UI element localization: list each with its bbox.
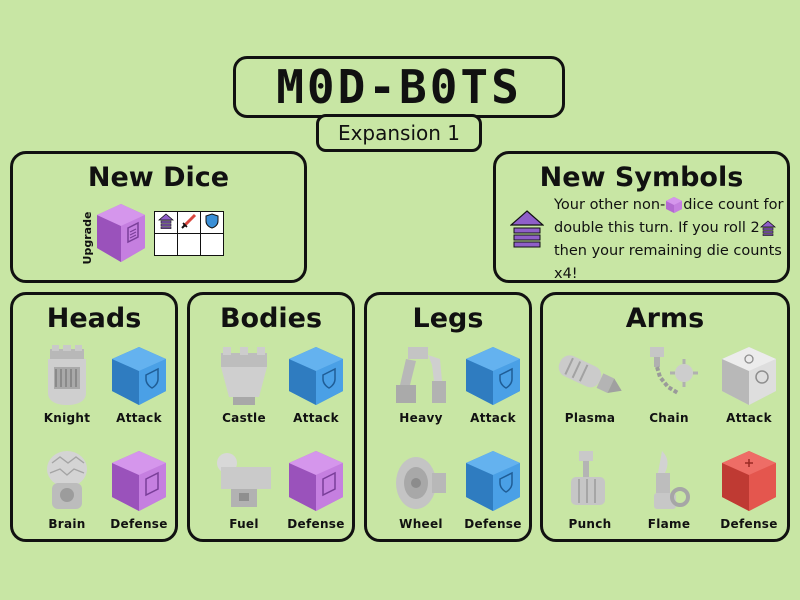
- arms-attack-die: Attack: [713, 345, 785, 425]
- item-label: Defense: [464, 517, 522, 531]
- head-attack-die: Attack: [103, 345, 175, 425]
- bodies-panel: Bodies Castle Attack Fuel: [187, 292, 355, 542]
- upgrade-icon: [157, 212, 175, 229]
- chain-arm-part: Chain: [633, 345, 705, 425]
- punch-arm-part: Punch: [553, 449, 627, 531]
- body-attack-die: Attack: [280, 345, 352, 425]
- legs-title: Legs: [412, 303, 484, 334]
- wheel-legs-part: Wheel: [385, 449, 457, 531]
- title-banner: M0D-B0TS: [233, 56, 565, 118]
- upgrade-label: Upgrade: [81, 211, 94, 265]
- item-label: Wheel: [399, 517, 443, 531]
- blue-attack-die-icon: [289, 347, 343, 405]
- game-subtitle: Expansion 1: [337, 121, 461, 145]
- grid-cell: [177, 233, 201, 256]
- legs-defense-die: Defense: [457, 449, 529, 531]
- purple-defense-die-icon: [289, 451, 343, 511]
- item-label: Flame: [647, 517, 691, 531]
- new-dice-title: New Dice: [87, 162, 230, 193]
- legs-panel: Legs Heavy Attack Wheel: [364, 292, 532, 542]
- new-dice-panel: New Dice Upgrade: [10, 151, 307, 283]
- item-label: Defense: [287, 517, 345, 531]
- arms-panel: Arms Plasma Chain: [540, 292, 790, 542]
- new-symbols-panel: New Symbols Your other non-dice count fo…: [493, 151, 790, 283]
- upgrade-die-faces-grid: [154, 211, 224, 256]
- item-label: Attack: [726, 411, 772, 425]
- brain-head-icon: [47, 451, 87, 509]
- symbol-text-part1: Your other non-: [554, 197, 666, 213]
- fuel-tank-icon: [217, 453, 271, 507]
- item-label: Punch: [568, 517, 612, 531]
- castle-body-part: Castle: [208, 345, 280, 425]
- purple-defense-die-icon: [112, 451, 166, 511]
- item-label: Fuel: [229, 517, 259, 531]
- red-defense-die-icon: [722, 451, 776, 511]
- sword-icon: [181, 213, 197, 229]
- grid-cell: [200, 211, 224, 234]
- item-label: Attack: [470, 411, 516, 425]
- legs-attack-die: Attack: [457, 345, 529, 425]
- punch-fist-icon: [571, 451, 605, 505]
- knight-head-part: Knight: [31, 345, 103, 425]
- flame-arm-icon: [654, 451, 690, 509]
- shield-icon: [205, 212, 219, 229]
- item-label: Knight: [43, 411, 91, 425]
- blue-defense-die-icon: [466, 451, 520, 511]
- item-label: Attack: [293, 411, 339, 425]
- grey-attack-die-icon: [722, 347, 776, 405]
- purple-die-icon: [666, 197, 683, 213]
- item-label: Chain: [649, 411, 689, 425]
- head-defense-die: Defense: [103, 449, 175, 531]
- grid-cell: [154, 211, 178, 234]
- subtitle-banner: Expansion 1: [316, 114, 482, 152]
- grid-cell: [154, 233, 178, 256]
- blue-attack-die-icon: [112, 347, 166, 405]
- symbol-text-part3: then your remaining die counts x4!: [554, 243, 782, 282]
- item-label: Heavy: [399, 411, 443, 425]
- plasma-cannon-icon: [558, 355, 622, 393]
- knight-helmet-icon: [48, 345, 86, 405]
- upgrade-icon: [759, 220, 776, 236]
- heads-panel: Heads Knight Attack Brain: [10, 292, 178, 542]
- brain-head-part: Brain: [31, 449, 103, 531]
- item-label: Defense: [720, 517, 778, 531]
- item-label: Brain: [48, 517, 86, 531]
- arms-title: Arms: [625, 303, 705, 334]
- item-label: Attack: [116, 411, 162, 425]
- heavy-legs-icon: [396, 347, 446, 403]
- grid-cell: [177, 211, 201, 234]
- item-label: Defense: [110, 517, 168, 531]
- heavy-legs-part: Heavy: [385, 345, 457, 425]
- bodies-title: Bodies: [219, 303, 323, 334]
- flame-arm-part: Flame: [633, 449, 705, 531]
- wheel-icon: [396, 457, 446, 509]
- heads-title: Heads: [46, 303, 142, 334]
- upgrade-icon: [510, 210, 544, 248]
- symbol-text-part2: dice count for double this turn. If you …: [554, 197, 784, 236]
- item-label: Castle: [222, 411, 266, 425]
- purple-upgrade-die-icon: [97, 204, 145, 262]
- fuel-body-part: Fuel: [208, 449, 280, 531]
- plasma-arm-part: Plasma: [553, 345, 627, 425]
- new-symbols-title: New Symbols: [539, 162, 744, 193]
- arms-defense-die: Defense: [713, 449, 785, 531]
- castle-body-icon: [221, 347, 267, 405]
- item-label: Plasma: [564, 411, 616, 425]
- grid-cell: [200, 233, 224, 256]
- chain-arm-icon: [650, 347, 698, 395]
- game-title: M0D-B0TS: [276, 60, 522, 114]
- blue-attack-die-icon: [466, 347, 520, 405]
- body-defense-die: Defense: [280, 449, 352, 531]
- new-symbols-description: Your other non-dice count for double thi…: [554, 194, 786, 286]
